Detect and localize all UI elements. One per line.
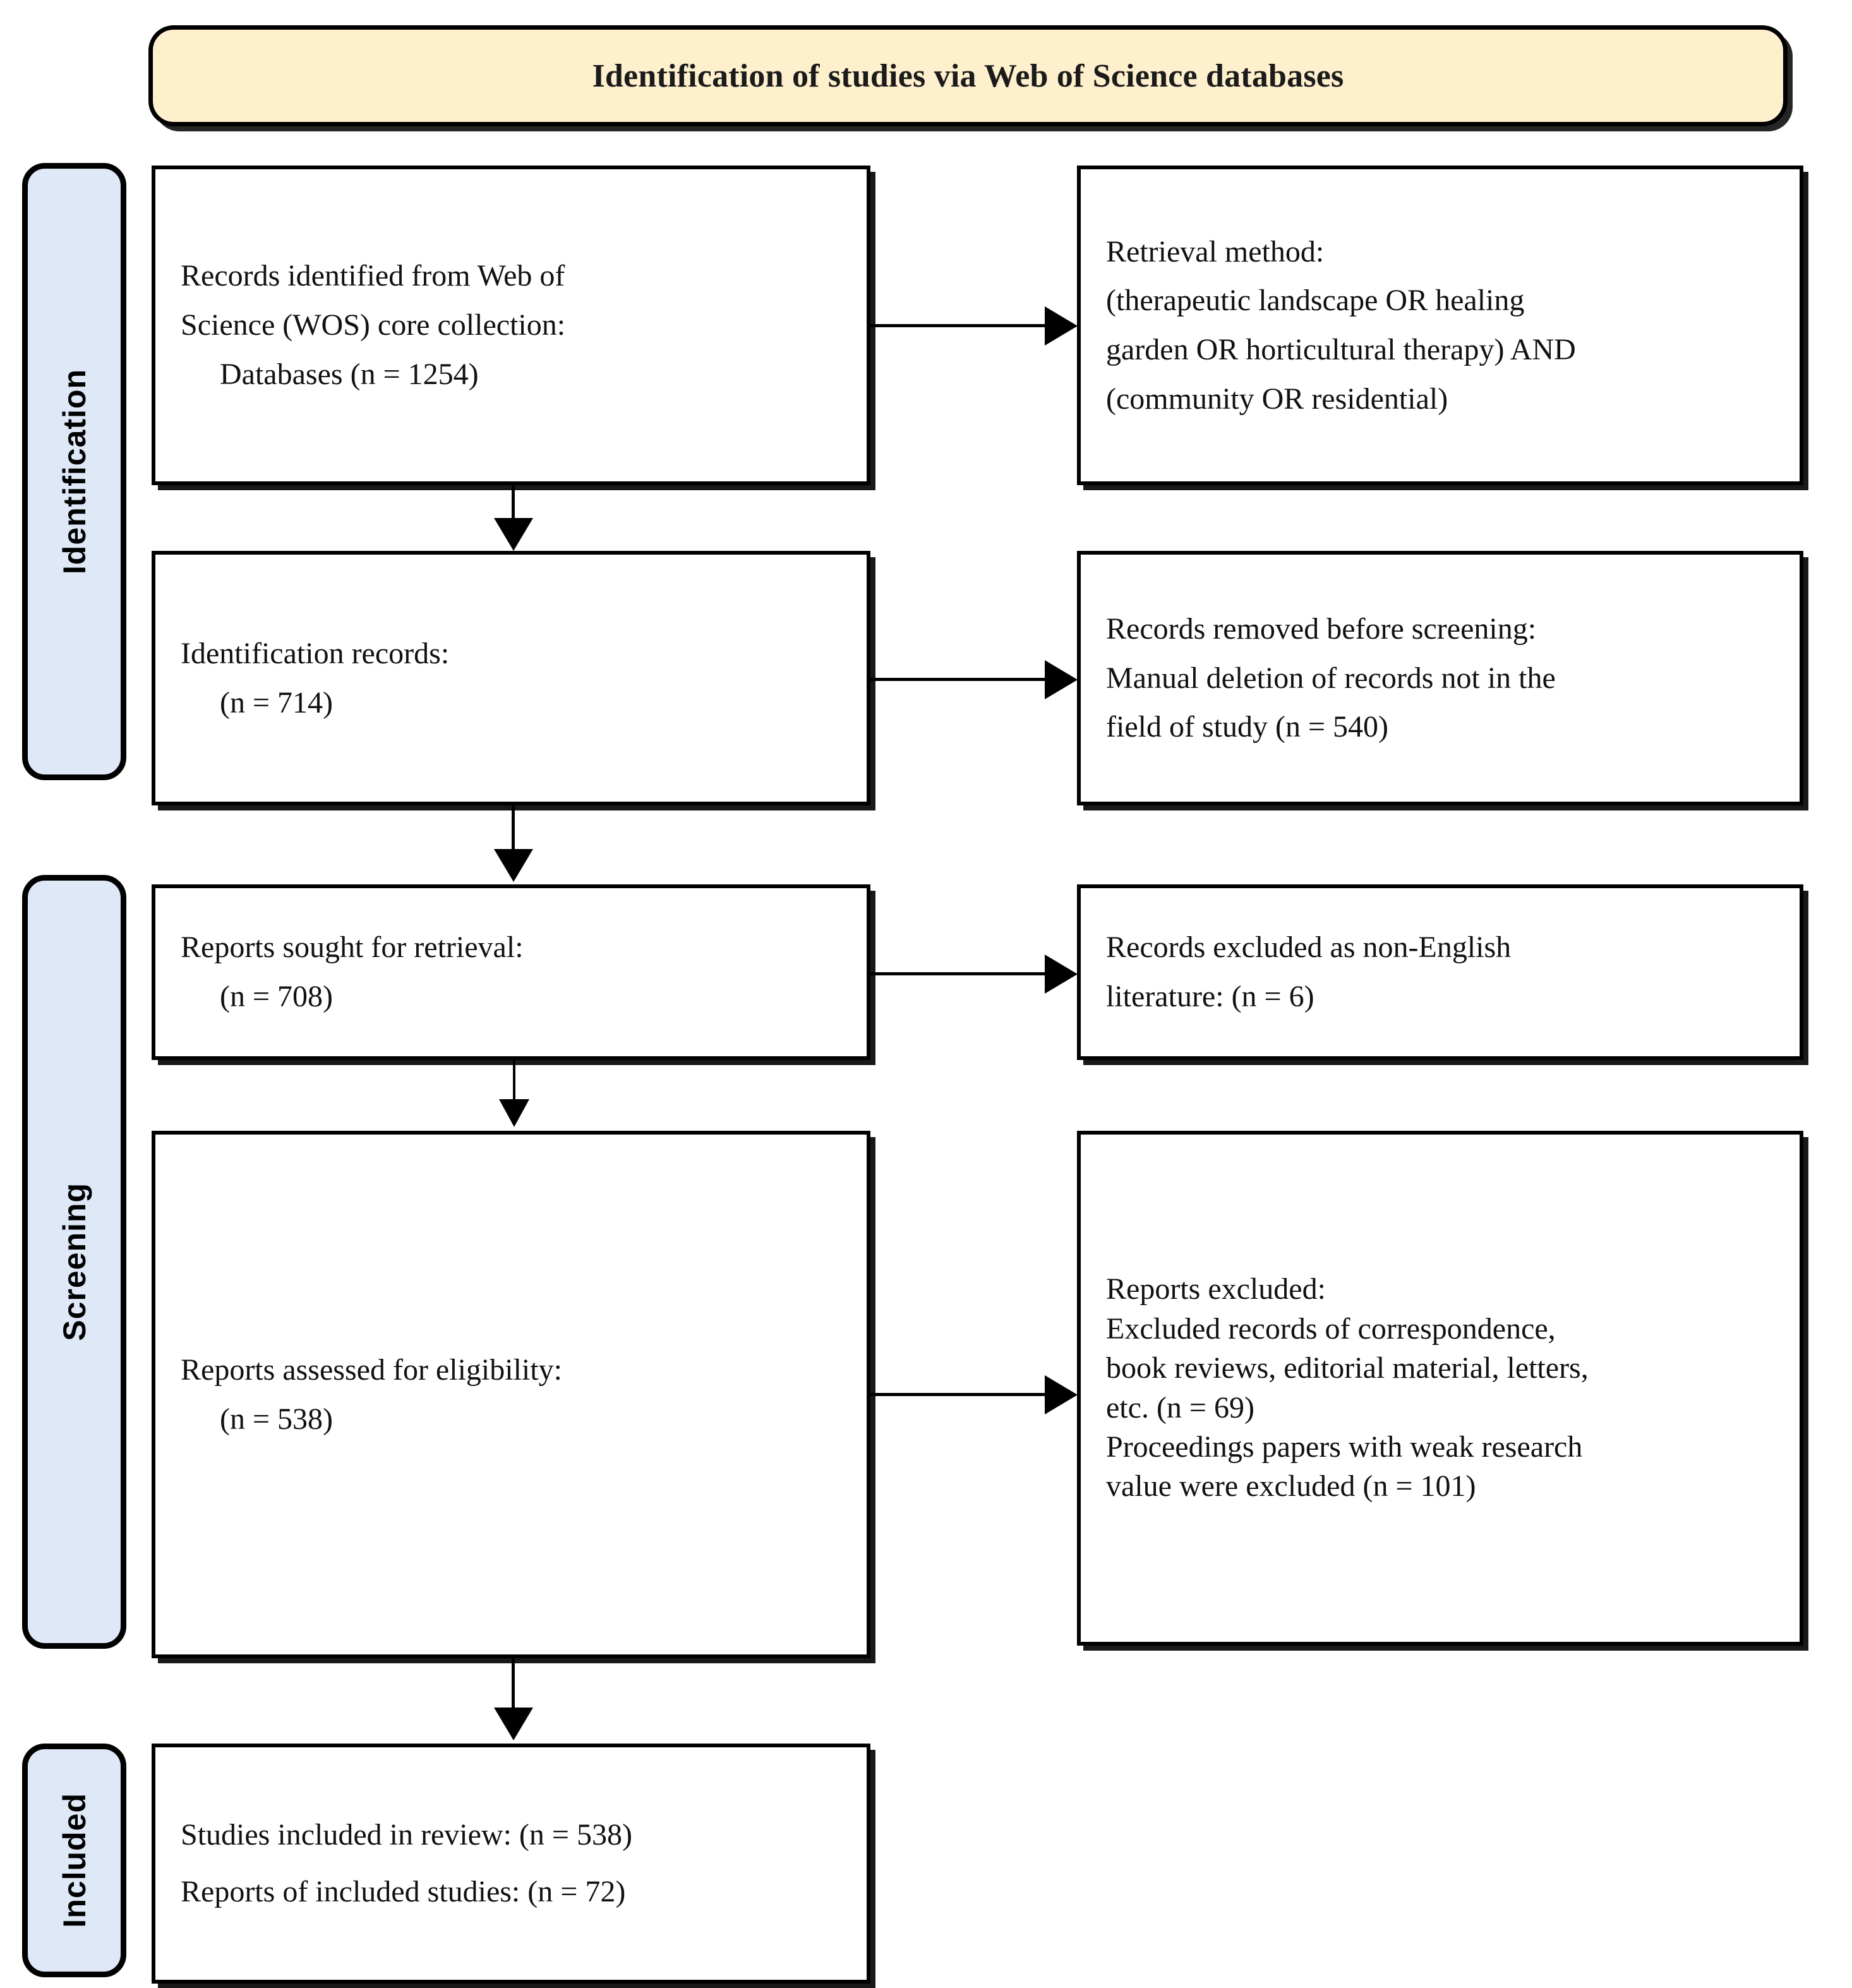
reports-excluded-line6: value were excluded (n = 101) (1106, 1469, 1476, 1503)
stage-label-included: Included (22, 1744, 126, 1977)
box-studies-included: Studies included in review: (n = 538) Re… (152, 1744, 870, 1984)
retrieval-method-line3: garden OR horticultural therapy) AND (1106, 333, 1576, 366)
page-title: Identification of studies via Web of Sci… (592, 57, 1344, 94)
records-identified-line1: Records identified from Web of (181, 259, 565, 293)
reports-excluded-line5: Proceedings papers with weak research (1106, 1430, 1583, 1464)
reports-sought-line1: Reports sought for retrieval: (181, 931, 524, 965)
identification-records-line1: Identification records: (181, 636, 450, 670)
reports-assessed-line2: (n = 538) (220, 1402, 334, 1436)
studies-included-line1: Studies included in review: (n = 538) (181, 1817, 632, 1852)
stage-label-screening-text: Screening (56, 1183, 92, 1341)
reports-excluded-line3: book reviews, editorial material, letter… (1106, 1351, 1589, 1385)
stage-label-identification: Identification (22, 163, 126, 780)
reports-excluded-line1: Reports excluded: (1106, 1272, 1326, 1306)
reports-sought-line2: (n = 708) (220, 980, 334, 1013)
diagram-header-banner: Identification of studies via Web of Sci… (148, 25, 1788, 126)
excluded-non-english-line1: Records excluded as non-English (1106, 931, 1512, 965)
records-identified-line3: Databases (n = 1254) (220, 357, 479, 391)
retrieval-method-line4: (community OR residential) (1106, 382, 1448, 416)
reports-assessed-line1: Reports assessed for eligibility: (181, 1352, 562, 1387)
box-reports-sought-for-retrieval: Reports sought for retrieval: (n = 708) (152, 884, 870, 1060)
stage-label-identification-text: Identification (56, 368, 92, 575)
reports-excluded-line2: Excluded records of correspondence, (1106, 1311, 1556, 1346)
records-removed-line1: Records removed before screening: (1106, 611, 1537, 646)
box-reports-excluded: Reports excluded: Excluded records of co… (1077, 1131, 1803, 1646)
records-removed-line3: field of study (n = 540) (1106, 710, 1388, 744)
box-records-identified: Records identified from Web of Science (… (152, 166, 870, 485)
box-identification-records: Identification records: (n = 714) (152, 551, 870, 805)
retrieval-method-line1: Retrieval method: (1106, 234, 1325, 268)
box-retrieval-method: Retrieval method: (therapeutic landscape… (1077, 166, 1803, 485)
records-identified-line2: Science (WOS) core collection: (181, 308, 566, 342)
stage-label-included-text: Included (56, 1793, 92, 1928)
stage-label-screening: Screening (22, 875, 126, 1649)
identification-records-line2: (n = 714) (220, 685, 334, 720)
records-removed-line2: Manual deletion of records not in the (1106, 661, 1556, 695)
excluded-non-english-line2: literature: (n = 6) (1106, 980, 1314, 1013)
box-records-excluded-non-english: Records excluded as non-English literatu… (1077, 884, 1803, 1060)
box-records-removed-before-screening: Records removed before screening: Manual… (1077, 551, 1803, 805)
studies-included-line2: Reports of included studies: (n = 72) (181, 1875, 626, 1908)
reports-excluded-line4: etc. (n = 69) (1106, 1390, 1254, 1425)
box-reports-assessed-for-eligibility: Reports assessed for eligibility: (n = 5… (152, 1131, 870, 1658)
retrieval-method-line2: (therapeutic landscape OR healing (1106, 284, 1525, 318)
